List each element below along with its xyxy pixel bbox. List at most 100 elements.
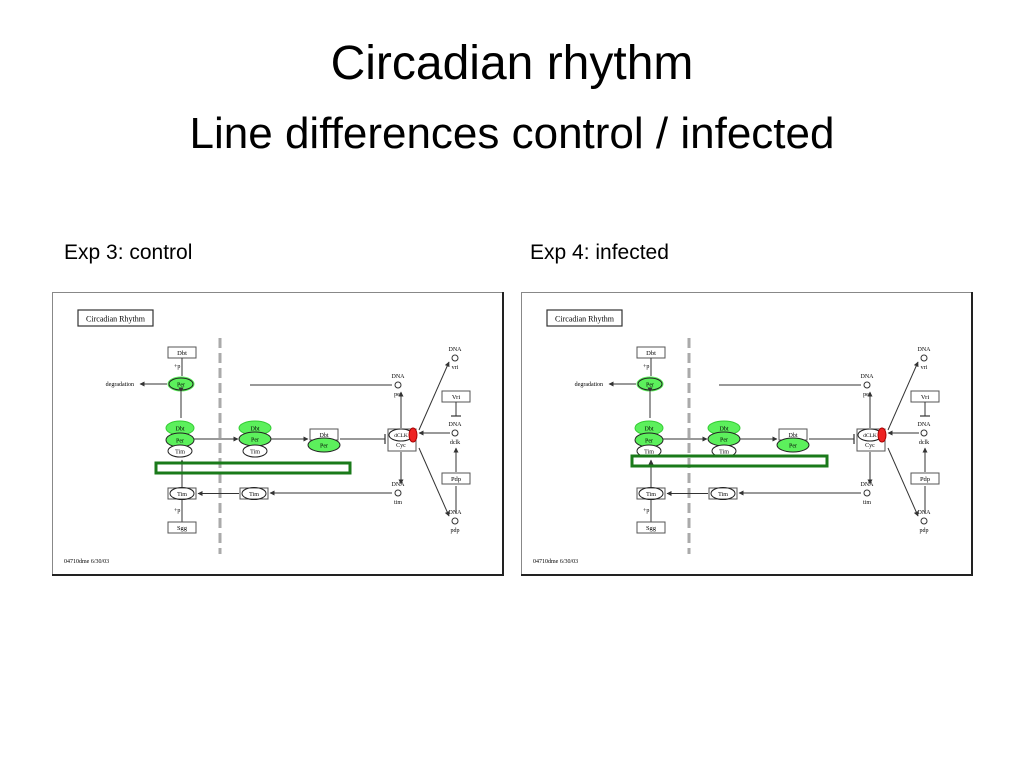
- pdp-label: Pdp: [451, 476, 461, 483]
- plus-p-bottom: +p: [174, 508, 180, 514]
- clk-label: dCLK: [394, 433, 408, 439]
- edge-clk-vri: [418, 361, 450, 431]
- edge-clk-vri: [887, 361, 919, 431]
- per-gene-label: per: [863, 392, 871, 398]
- tim-low2-node: [241, 487, 267, 500]
- diagram-title: Circadian Rhythm: [555, 315, 615, 324]
- dna-vri-node: [920, 354, 928, 362]
- dclk-gene-label: dclk: [450, 440, 460, 446]
- tim-c2-label: Tim: [719, 450, 729, 456]
- cyc-label: Cyc: [865, 443, 875, 449]
- dna-tim-label: DNA: [861, 482, 875, 488]
- per-top-label: Per: [646, 383, 654, 389]
- pdp-box: [910, 472, 940, 485]
- per-c2-label: Per: [720, 438, 728, 444]
- tim-low-label: Tim: [177, 492, 187, 498]
- dna-dclk-label: DNA: [918, 422, 932, 428]
- dna-tim-node: [863, 489, 871, 497]
- dbt-mid-label: Dbt: [176, 427, 185, 433]
- tim-mid-label: Tim: [644, 450, 654, 456]
- clk-highlight: [408, 427, 418, 443]
- vri-gene-label: vri: [921, 365, 928, 371]
- dna-pdp-node: [920, 517, 928, 525]
- edge-clk-pdp: [887, 447, 919, 517]
- plus-p-top: +p: [643, 364, 649, 370]
- pathway-svg: Circadian Rhythm Dbt +p Per degradation …: [52, 292, 504, 576]
- sgg-label: Sgg: [646, 525, 657, 532]
- dna-pdp-label: DNA: [449, 510, 463, 516]
- dna-tim-label: DNA: [392, 482, 406, 488]
- dna-vri-label: DNA: [918, 347, 932, 353]
- tim-low2-node: [710, 487, 736, 500]
- tim-c2-label: Tim: [250, 450, 260, 456]
- per-c3-node: [776, 437, 810, 453]
- dna-pdp-label: DNA: [918, 510, 932, 516]
- per-c3-label: Per: [789, 444, 797, 450]
- slide-title: Circadian rhythm: [330, 37, 694, 90]
- tim-low-node: [169, 487, 195, 500]
- per-c3-label: Per: [320, 444, 328, 450]
- dna-dclk-node: [920, 429, 928, 437]
- dbt-top-label: Dbt: [646, 350, 656, 357]
- tim-mid-label: Tim: [175, 450, 185, 456]
- diagram-title-box: [77, 309, 154, 327]
- dbt-mid-label: Dbt: [645, 427, 654, 433]
- per-mid-label: Per: [645, 439, 653, 445]
- clk-label: dCLK: [863, 433, 877, 439]
- cyc-label: Cyc: [396, 443, 406, 449]
- pathway-diagram-control: Circadian Rhythm Dbt +p Per degradation …: [52, 292, 504, 576]
- tim-c2-node: [242, 444, 268, 458]
- dna-per-node: [863, 381, 871, 389]
- sgg-box: [167, 521, 197, 534]
- tim-low-label: Tim: [646, 492, 656, 498]
- dclk-gene-label: dclk: [919, 440, 929, 446]
- degradation-label: degradation: [106, 382, 134, 388]
- dna-dclk-label: DNA: [449, 422, 463, 428]
- dna-pdp-node: [451, 517, 459, 525]
- vri-gene-label: vri: [452, 365, 459, 371]
- diagram-footer: 04710dme 6/30/03: [533, 559, 578, 565]
- vri-label: Vri: [921, 394, 929, 401]
- vri-label: Vri: [452, 394, 460, 401]
- pathway-diagram-infected: Circadian Rhythm Dbt +p Per degradation …: [521, 292, 973, 576]
- clk-highlight: [877, 427, 887, 443]
- pathway-svg: Circadian Rhythm Dbt +p Per degradation …: [521, 292, 973, 576]
- slide-subtitle: Line differences control / infected: [189, 109, 835, 158]
- dbt-c2-label: Dbt: [720, 427, 729, 433]
- dna-tim-node: [394, 489, 402, 497]
- tim-gene-label: tim: [863, 500, 871, 506]
- pdp-gene-label: pdp: [451, 528, 460, 534]
- diagram-frame: [521, 292, 973, 576]
- panel-label-infected: Exp 4: infected: [530, 241, 669, 264]
- dna-per-label: DNA: [392, 374, 406, 380]
- difference-highlight-box: [154, 461, 352, 475]
- panel-label-control: Exp 3: control: [64, 241, 193, 264]
- per-mid-label: Per: [176, 439, 184, 445]
- degradation-label: degradation: [575, 382, 603, 388]
- dbt-c2-label: Dbt: [251, 427, 260, 433]
- plus-p-bottom: +p: [643, 508, 649, 514]
- edge-clk-pdp: [418, 447, 450, 517]
- per-c2-label: Per: [251, 438, 259, 444]
- pdp-label: Pdp: [920, 476, 930, 483]
- dbt-c3-label: Dbt: [320, 433, 329, 439]
- sgg-box: [636, 521, 666, 534]
- dna-vri-node: [451, 354, 459, 362]
- difference-highlight-box: [630, 454, 829, 468]
- tim-gene-label: tim: [394, 500, 402, 506]
- per-c3-node: [307, 437, 341, 453]
- dbt-top-label: Dbt: [177, 350, 187, 357]
- diagram-title-box: [546, 309, 623, 327]
- dna-per-label: DNA: [861, 374, 875, 380]
- pdp-gene-label: pdp: [920, 528, 929, 534]
- diagram-title: Circadian Rhythm: [86, 315, 146, 324]
- dbt-c3-label: Dbt: [789, 433, 798, 439]
- dna-dclk-node: [451, 429, 459, 437]
- diagram-frame: [52, 292, 504, 576]
- dna-vri-label: DNA: [449, 347, 463, 353]
- diagram-footer: 04710dme 6/30/03: [64, 559, 109, 565]
- per-top-label: Per: [177, 383, 185, 389]
- tim-low2-label: Tim: [249, 492, 259, 498]
- sgg-label: Sgg: [177, 525, 188, 532]
- per-gene-label: per: [394, 392, 402, 398]
